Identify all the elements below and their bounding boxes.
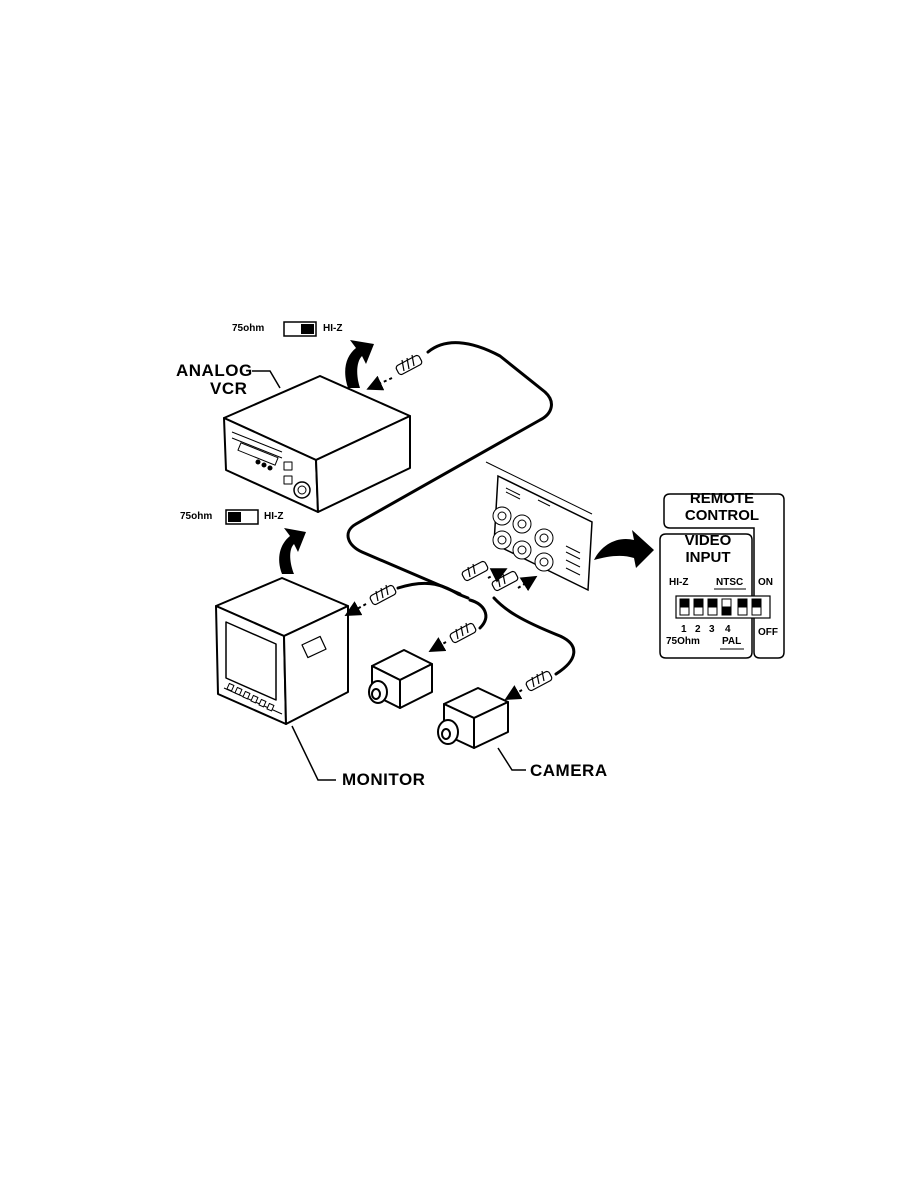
panel-hiz-label: HI-Z — [669, 577, 689, 588]
panel-num-3: 3 — [709, 624, 715, 635]
panel-ntsc-label: NTSC — [716, 577, 744, 588]
bnc-connector-vcr — [395, 354, 423, 376]
bnc-connector-camera-1 — [449, 622, 477, 644]
dashed-arrows — [344, 375, 538, 700]
curved-arrow-vcr-icon — [345, 340, 374, 388]
panel-video-line2: INPUT — [685, 549, 731, 566]
monitor-device — [215, 577, 349, 725]
panel-ohm-label: 75Ohm — [666, 636, 700, 647]
bnc-connector-camera-2 — [525, 670, 553, 692]
camera-label: CAMERA — [530, 761, 608, 780]
curved-arrow-monitor-icon — [279, 528, 306, 574]
monitor-switch — [225, 509, 259, 525]
cable-vcr — [346, 341, 553, 596]
bnc-connector-panel-1 — [461, 560, 489, 582]
leader-lines — [252, 370, 526, 781]
cable-camera-1 — [468, 598, 488, 630]
monitor-label: MONITOR — [342, 770, 426, 789]
monitor-switch-right-label: HI-Z — [264, 511, 284, 522]
panel-num-1: 1 — [681, 624, 687, 635]
settings-panel — [659, 493, 785, 659]
panel-pal-label: PAL — [722, 636, 742, 647]
panel-num-2: 2 — [695, 624, 701, 635]
vcr-switch-left-label: 75ohm — [232, 323, 265, 334]
panel-remote-line2: CONTROL — [684, 507, 760, 524]
analog-vcr-label-line1: ANALOG — [176, 361, 253, 380]
camera-1-device — [368, 649, 433, 709]
analog-vcr-label-line2: VCR — [210, 379, 248, 398]
vcr-switch-right-label: HI-Z — [323, 323, 343, 334]
vcr-switch — [283, 321, 317, 337]
monitor-switch-left-label: 75ohm — [180, 511, 213, 522]
panel-num-4: 4 — [725, 624, 731, 635]
vcr-device — [223, 375, 411, 513]
panel-video-line1: VIDEO — [684, 532, 732, 549]
cable-camera-2 — [492, 596, 576, 676]
rear-panel-device — [485, 461, 593, 592]
bnc-connector-monitor — [369, 584, 397, 606]
curved-arrow-panel-icon — [594, 530, 654, 568]
panel-on-label: ON — [758, 577, 773, 588]
camera-2-device — [437, 687, 509, 749]
panel-remote-line1: REMOTE — [689, 490, 755, 507]
panel-off-label: OFF — [758, 627, 778, 638]
cable-monitor — [396, 581, 470, 600]
